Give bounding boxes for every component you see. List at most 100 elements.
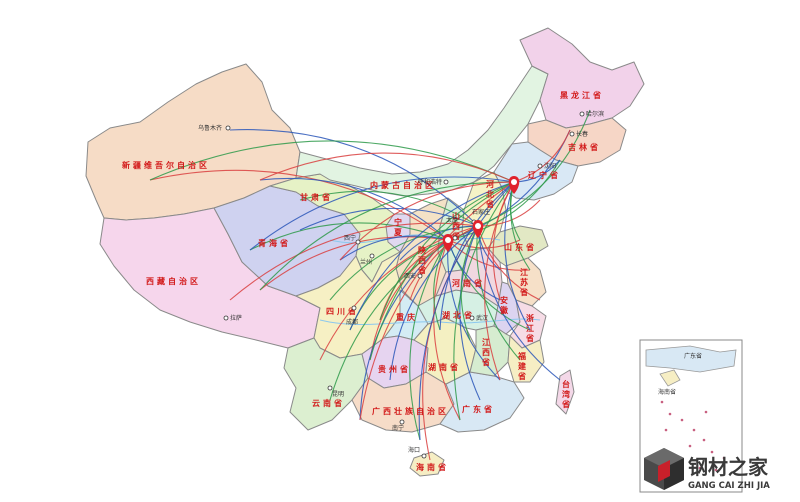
label-guizhou: 贵州省 [378, 364, 411, 374]
label-hebei: 河北省 [486, 179, 495, 210]
route-line [379, 181, 515, 321]
label-zhejiang: 浙江省 [526, 313, 535, 344]
island-dot [704, 410, 708, 414]
city-wulumuqi: 乌鲁木齐 [198, 124, 231, 132]
label-jilin: 吉林省 [568, 142, 601, 152]
island-dot [698, 466, 702, 470]
label-fujian: 福建省 [517, 351, 527, 382]
city-huhehaote: 呼和浩特 [418, 178, 449, 186]
label-ningxia: 宁夏 [393, 217, 403, 238]
label-sichuan: 四川省 [326, 306, 359, 316]
label-xizang: 西藏自治区 [146, 276, 201, 286]
location-pin-icon [472, 220, 484, 238]
city-layer: 乌鲁木齐 拉萨 西宁 兰州 呼和浩特 哈尔滨 长春 沈阳 太原 西安 成都 昆明… [198, 110, 604, 459]
svg-text:拉萨: 拉萨 [230, 314, 242, 322]
route-line [409, 225, 479, 301]
route-line [447, 239, 531, 271]
route-line [349, 181, 515, 331]
label-shaanxi: 陕西省 [418, 245, 427, 276]
inset-label-guangdong: 广东省 [684, 352, 702, 360]
route-line [339, 235, 449, 261]
province-layer [85, 27, 645, 477]
route-line [229, 129, 479, 227]
svg-text:太原: 太原 [446, 216, 458, 224]
location-pin-icon [508, 176, 520, 194]
label-henan: 河南省 [452, 278, 485, 288]
route-line [369, 181, 515, 361]
label-yunnan: 云南省 [312, 398, 345, 408]
province-taiwan [555, 369, 575, 415]
svg-text:昆明: 昆明 [332, 391, 344, 398]
route-line [504, 181, 531, 331]
province-neimenggu [295, 65, 549, 197]
route-line [492, 181, 515, 301]
label-neimenggu: 内蒙古自治区 [370, 180, 436, 190]
city-kunming: 昆明 [327, 385, 344, 398]
island-dot [688, 444, 692, 448]
island-dot [668, 412, 672, 416]
route-layer [149, 109, 591, 461]
svg-text:乌鲁木齐: 乌鲁木齐 [198, 124, 222, 132]
label-liaoning: 辽宁省 [528, 170, 561, 180]
svg-text:哈尔滨: 哈尔滨 [586, 110, 604, 118]
svg-text:石家庄: 石家庄 [472, 208, 490, 216]
cube-icon [644, 448, 684, 490]
province-label-layer: 新疆维吾尔自治区 西藏自治区 青海省 甘肃省 内蒙古自治区 黑龙江省 吉林省 辽… [122, 90, 604, 472]
island-dot [660, 400, 664, 404]
route-line [447, 239, 501, 301]
label-gansu: 甘肃省 [300, 192, 333, 202]
route-line [229, 222, 479, 301]
marker-layer [442, 176, 520, 252]
city-haikou: 海口 [408, 446, 427, 459]
route-line [460, 225, 479, 341]
inset-label-hainan: 海南省 [658, 388, 676, 396]
route-line [418, 181, 515, 441]
svg-text:成都: 成都 [346, 318, 358, 326]
logo-title: 钢材之家 [688, 455, 769, 479]
route-line [259, 177, 449, 241]
label-xinjiang: 新疆维吾尔自治区 [122, 160, 210, 170]
island-dot [710, 450, 714, 454]
route-line [149, 140, 515, 183]
route-line [319, 225, 479, 361]
svg-text:呼和浩特: 呼和浩特 [418, 178, 442, 186]
island-dot [722, 456, 726, 460]
city-chengdu: 成都 [346, 305, 358, 326]
label-jiangxi: 江西省 [482, 337, 491, 368]
route-line [459, 225, 481, 401]
label-qinghai: 青海省 [258, 238, 291, 248]
route-line [409, 239, 449, 441]
label-taiwan: 台湾省 [562, 379, 571, 410]
location-pin-icon [442, 234, 454, 252]
city-shenyang: 沈阳 [537, 162, 556, 170]
island-dot [692, 428, 696, 432]
label-heilongjiang: 黑龙江省 [560, 90, 604, 100]
province-heilongjiang [519, 27, 645, 129]
brand-logo: 钢材之家 GANG CAI ZHI JIA [644, 448, 770, 491]
route-line [369, 239, 449, 361]
svg-text:兰州: 兰州 [360, 258, 372, 266]
label-hunan: 湖南省 [428, 362, 461, 372]
svg-text:西宁: 西宁 [344, 234, 356, 242]
route-line [433, 239, 449, 331]
route-line [399, 225, 479, 261]
island-dot [680, 418, 684, 422]
label-guangdong: 广东省 [462, 404, 495, 414]
label-chongqing: 重庆 [396, 312, 418, 322]
svg-text:海口: 海口 [408, 446, 420, 454]
route-line [447, 239, 521, 249]
route-line [249, 176, 515, 251]
svg-text:沈阳: 沈阳 [544, 162, 556, 170]
route-line [439, 181, 515, 331]
city-lasa: 拉萨 [223, 314, 242, 322]
route-line [453, 181, 515, 421]
island-dot [702, 438, 706, 442]
route-line [389, 225, 479, 381]
label-hubei: 湖北省 [442, 310, 475, 320]
route-line [447, 239, 501, 381]
province-fujian [507, 335, 545, 383]
label-anhui: 安徽 [499, 295, 509, 316]
island-dot [714, 468, 718, 472]
route-line [359, 239, 449, 421]
